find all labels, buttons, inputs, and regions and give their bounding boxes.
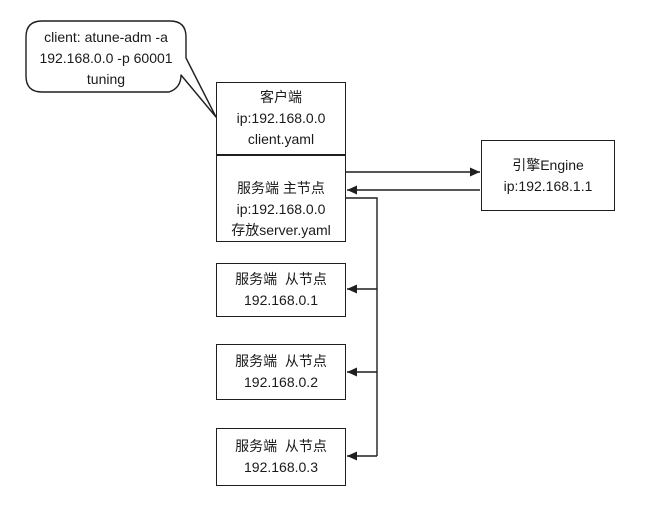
callout-line: tuning [86, 71, 126, 87]
node-title: 服务端 从节点 [235, 271, 327, 287]
node-config-file: 存放server.yaml [231, 222, 331, 238]
node-title: 服务端 主节点 [237, 180, 325, 196]
node-ip: 192.168.0.1 [244, 292, 318, 308]
node-ip: ip:192.168.0.0 [236, 201, 326, 217]
node-server-slave-3: 服务端 从节点 192.168.0.3 [216, 428, 346, 486]
node-title: 客户端 [260, 89, 302, 105]
node-ip: 192.168.0.3 [244, 459, 318, 475]
node-server-master: 服务端 主节点 ip:192.168.0.0 存放server.yaml [216, 155, 346, 242]
node-server-slave-1: 服务端 从节点 192.168.0.1 [216, 263, 346, 317]
node-ip: ip:192.168.1.1 [503, 177, 593, 194]
node-title: 引擎Engine [512, 156, 584, 173]
callout-client-command: client: atune-adm -a 192.168.0.0 -p 6000… [26, 27, 186, 90]
callout-line: client: atune-adm -a [44, 29, 168, 45]
node-server-slave-2: 服务端 从节点 192.168.0.2 [216, 344, 346, 400]
node-config-file: client.yaml [247, 131, 315, 147]
node-ip: ip:192.168.0.0 [236, 110, 326, 126]
connector-trunk [346, 197, 378, 456]
node-engine: 引擎Engine ip:192.168.1.1 [481, 140, 615, 211]
callout-line: 192.168.0.0 -p 60001 [39, 50, 173, 66]
callout-bubble-shape [25, 20, 217, 118]
node-ip: 192.168.0.2 [244, 374, 318, 390]
node-title: 服务端 从节点 [235, 353, 327, 369]
node-client: 客户端 ip:192.168.0.0 client.yaml [216, 82, 346, 155]
node-title: 服务端 从节点 [235, 438, 327, 454]
